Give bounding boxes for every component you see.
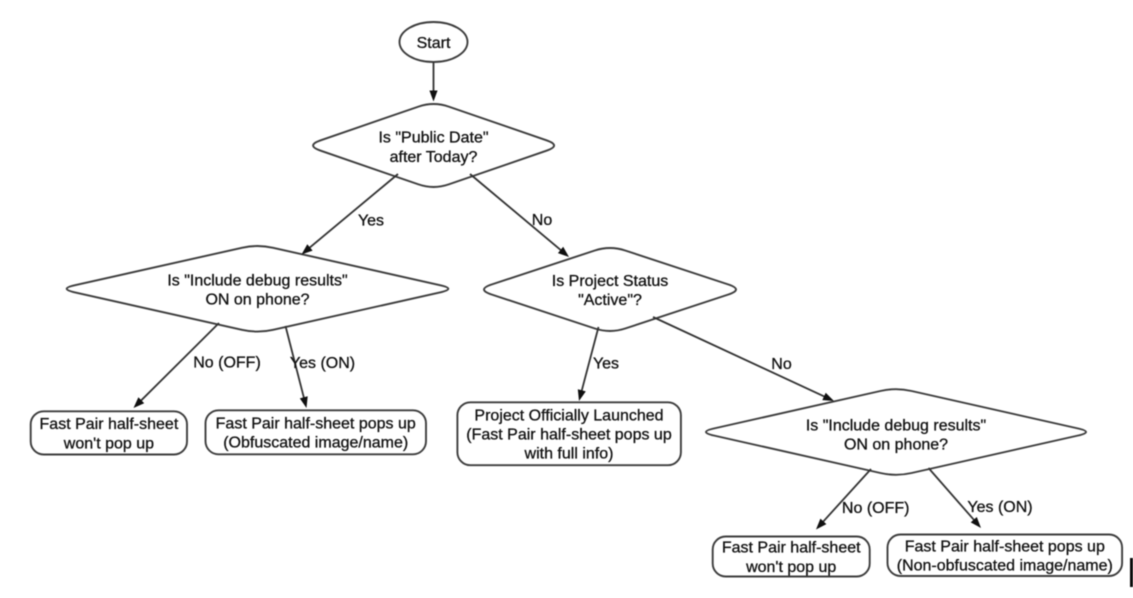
- svg-text:Fast Pair half-sheet: Fast Pair half-sheet: [722, 540, 861, 557]
- svg-text:Is "Include debug results": Is "Include debug results": [167, 273, 347, 290]
- svg-text:Yes (ON): Yes (ON): [290, 355, 355, 372]
- svg-text:Yes: Yes: [593, 355, 619, 372]
- svg-text:(Non-obfuscated image/name): (Non-obfuscated image/name): [897, 558, 1113, 575]
- svg-text:Yes: Yes: [358, 212, 384, 229]
- svg-text:Project Officially Launched: Project Officially Launched: [474, 407, 663, 424]
- svg-text:Fast Pair half-sheet pops up: Fast Pair half-sheet pops up: [905, 539, 1105, 556]
- svg-text:won't pop up: won't pop up: [63, 435, 154, 452]
- svg-text:Is "Include debug results": Is "Include debug results": [806, 417, 986, 434]
- svg-text:No: No: [771, 356, 792, 373]
- svg-text:No (OFF): No (OFF): [193, 354, 261, 371]
- svg-text:Is Project Status: Is Project Status: [552, 273, 669, 290]
- svg-text:(Obfuscated image/name): (Obfuscated image/name): [223, 435, 408, 452]
- svg-text:No: No: [532, 212, 553, 229]
- svg-text:after Today?: after Today?: [390, 149, 478, 166]
- svg-text:Is "Public Date": Is "Public Date": [378, 130, 488, 147]
- svg-text:Fast Pair half-sheet pops up: Fast Pair half-sheet pops up: [216, 416, 416, 433]
- svg-text:ON on phone?: ON on phone?: [205, 292, 309, 309]
- svg-text:Fast Pair half-sheet: Fast Pair half-sheet: [40, 416, 179, 433]
- svg-text:with full info): with full info): [524, 446, 614, 463]
- svg-text:"Active"?: "Active"?: [578, 292, 642, 309]
- svg-text:No (OFF): No (OFF): [842, 500, 910, 517]
- svg-text:Yes (ON): Yes (ON): [967, 499, 1032, 516]
- svg-text:(Fast Pair half-sheet pops up: (Fast Pair half-sheet pops up: [466, 427, 672, 444]
- svg-text:ON on phone?: ON on phone?: [844, 437, 948, 454]
- svg-text:won't pop up: won't pop up: [745, 559, 836, 576]
- svg-text:Start: Start: [417, 35, 451, 52]
